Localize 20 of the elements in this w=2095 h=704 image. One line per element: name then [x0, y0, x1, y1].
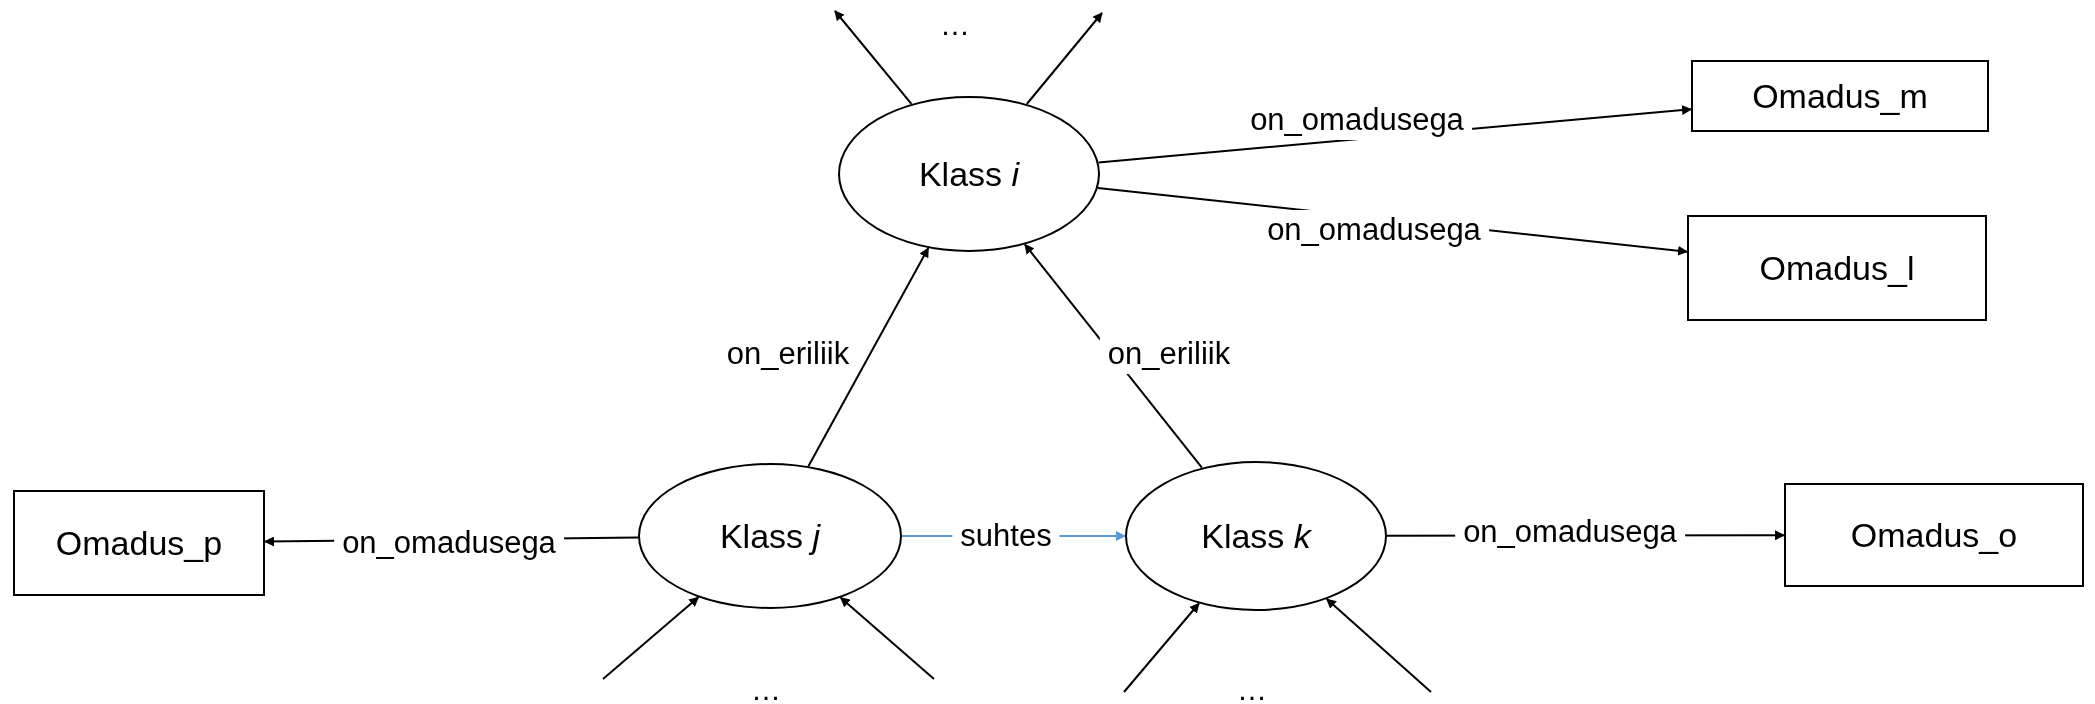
arrow	[834, 10, 913, 105]
node-label: Omadus_p	[55, 523, 223, 563]
arrow	[1325, 598, 1432, 693]
property-box	[1687, 215, 1987, 321]
node-label: Klass j	[719, 516, 821, 556]
arrow	[1123, 602, 1200, 693]
arrow	[1025, 12, 1103, 105]
arrow	[839, 596, 935, 680]
node-label: Omadus_m	[1752, 76, 1928, 116]
node-label: Klass i	[918, 154, 1020, 194]
node-label: Klass k	[1201, 516, 1311, 556]
property-box	[13, 490, 265, 596]
node-label: Omadus_o	[1850, 515, 2018, 555]
ellipsis-label: …	[1237, 673, 1267, 704]
property-box	[1784, 483, 2084, 587]
ellipsis-label: …	[751, 673, 781, 704]
property-box	[1691, 60, 1989, 132]
arrow	[602, 596, 700, 680]
node-label: Omadus_l	[1759, 248, 1915, 288]
ellipsis-label: …	[940, 8, 970, 42]
